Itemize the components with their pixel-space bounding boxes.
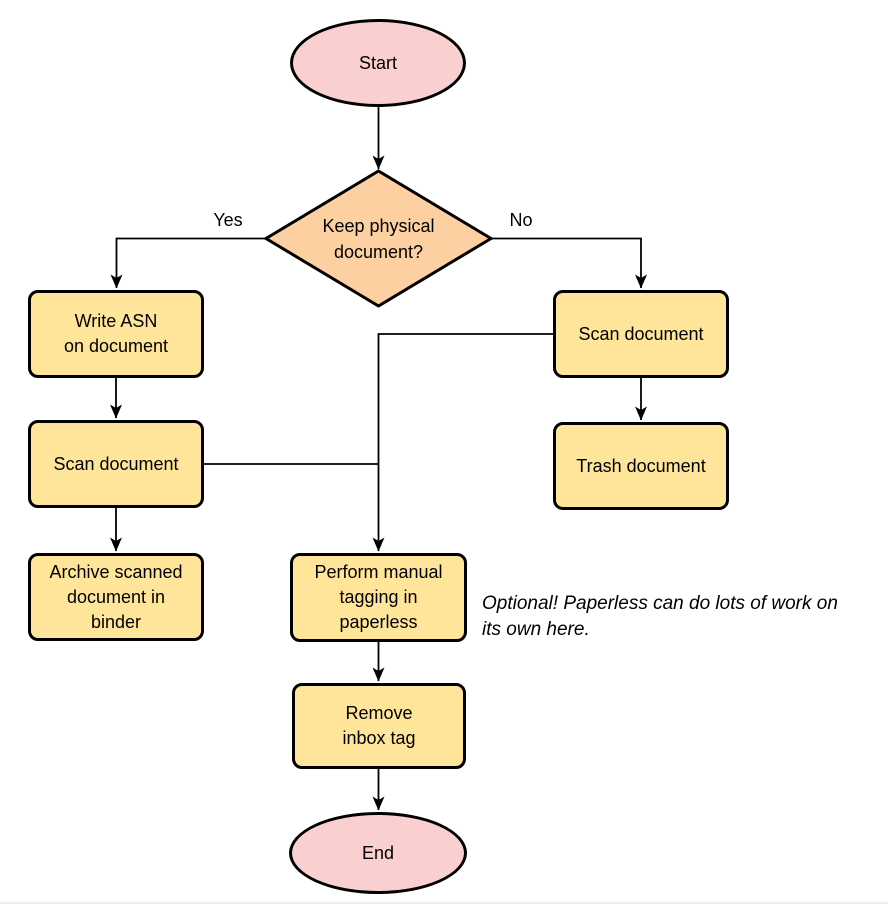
node-scan-document-right: Scan document <box>553 290 729 378</box>
node-trash-document: Trash document <box>553 422 729 510</box>
annotation-optional-note: Optional! Paperless can do lots of work … <box>482 593 838 640</box>
node-start: Start <box>290 19 466 107</box>
node-end: End <box>289 812 467 894</box>
decision-diamond-shape <box>263 169 494 308</box>
node-write-asn: Write ASN on document <box>28 290 204 378</box>
edge-label-yes: Yes <box>213 210 243 230</box>
edge-decision-yes-to-write-asn <box>110 237 266 289</box>
bottom-divider-line <box>0 902 888 904</box>
node-archive-in-binder: Archive scanned document in binder <box>28 553 204 641</box>
node-scan-document-left: Scan document <box>28 420 204 508</box>
edge-scan-right-to-tagging <box>372 333 553 552</box>
edge-label-no: No <box>509 210 533 230</box>
node-remove-inbox-tag: Remove inbox tag <box>292 683 466 769</box>
edge-decision-no-to-scan-right <box>491 237 647 289</box>
node-manual-tagging: Perform manual tagging in paperless <box>290 553 467 642</box>
node-decision-label: Keep physical document? <box>322 215 435 262</box>
